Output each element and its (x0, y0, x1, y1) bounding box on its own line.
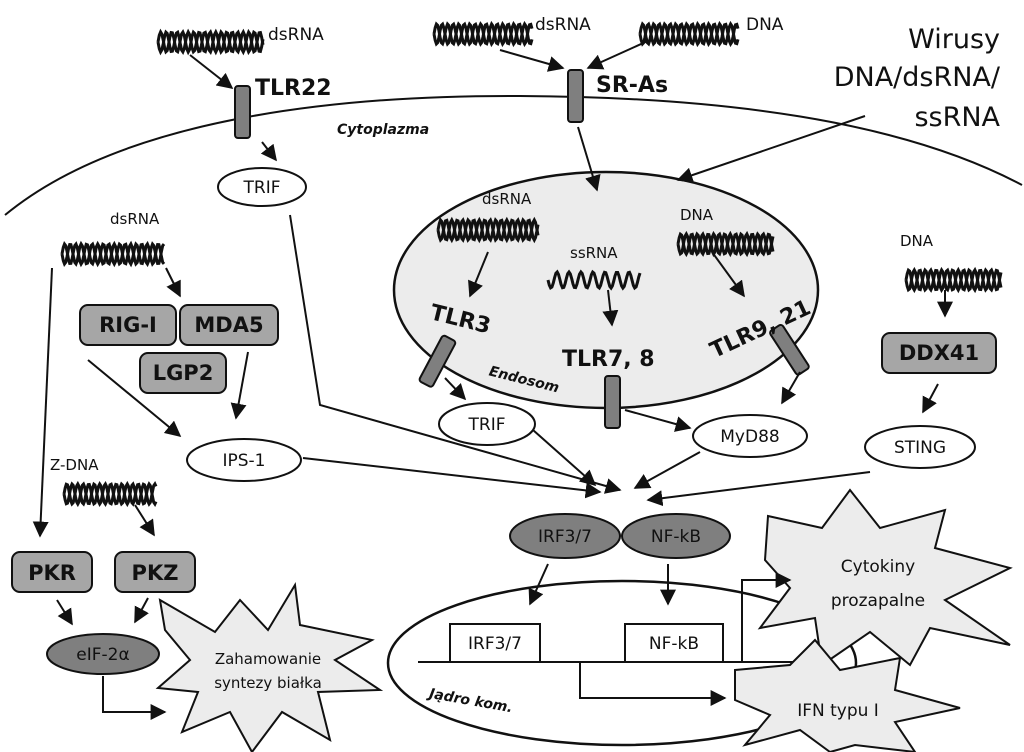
dna-helix-icon (638, 20, 740, 48)
endosome (392, 170, 820, 410)
trif-endo-oval (438, 402, 536, 446)
ips1-oval (186, 438, 302, 482)
virus-label-line1: Wirusy (908, 24, 1000, 55)
dsrna-endo-label: dsRNA (482, 190, 532, 208)
pkz-label: PKZ (132, 561, 179, 585)
mda5-box (179, 304, 279, 346)
cytokine-burst (757, 488, 1013, 667)
gene-irf-box (449, 623, 541, 663)
arrows (32, 39, 953, 720)
sras-receptor (567, 69, 584, 123)
dna-right-label: DNA (900, 232, 934, 250)
myd88-oval (692, 414, 808, 458)
ddx41-label: DDX41 (899, 341, 979, 365)
dna-label-top: DNA (746, 15, 784, 35)
inhibition-label-line1: Zahamowanie (215, 650, 321, 668)
cytoplasm-label: Cytoplazma (337, 122, 429, 138)
dsrna-left-label: dsRNA (110, 210, 160, 228)
nfkb-label: NF-kB (651, 527, 701, 547)
dna-helix-icon (676, 230, 775, 258)
ifn-burst (734, 638, 961, 752)
zdna-label: Z-DNA (50, 456, 99, 474)
tlr22-receptor (234, 85, 251, 139)
ifn-label: IFN typu I (797, 701, 879, 721)
tlr22-label: TLR22 (255, 76, 332, 101)
irf37-label: IRF3/7 (538, 527, 592, 547)
pkr-box (11, 551, 93, 593)
ssrna-endo-label: ssRNA (570, 244, 618, 262)
ssrna-wave-icon (546, 269, 642, 291)
sting-oval (864, 425, 976, 469)
cell-membrane (4, 94, 1023, 216)
ddx41-box (881, 332, 997, 374)
tlr921-receptor (769, 323, 810, 376)
sting-label: STING (894, 438, 946, 458)
trif-top-label: TRIF (243, 178, 281, 198)
eif-oval (46, 633, 160, 675)
dsrna-helix-icon (156, 28, 265, 56)
dsrna-label-top-left: dsRNA (268, 25, 324, 45)
mda5-label: MDA5 (194, 313, 263, 337)
trif-top-oval (217, 167, 307, 207)
dsrna-label-top: dsRNA (535, 15, 591, 35)
gene-irf-label: IRF3/7 (468, 634, 522, 654)
dna-helix-icon (904, 266, 1003, 294)
cytokine-label-line2: prozapalne (831, 591, 925, 611)
rigi-label: RIG-I (99, 313, 157, 337)
cytokine-label-line1: Cytokiny (841, 557, 915, 577)
dsrna-helix-icon (60, 240, 166, 268)
tlr3-receptor (418, 334, 457, 388)
irf37-oval (509, 513, 621, 559)
rigi-box (79, 304, 177, 346)
ips1-label: IPS-1 (222, 451, 265, 471)
dsrna-helix-icon (436, 216, 540, 244)
lgp2-box (139, 352, 227, 394)
inhibition-burst (155, 582, 384, 752)
eif-label: eIF-2α (76, 645, 129, 665)
pkr-label: PKR (28, 561, 76, 585)
tlr78-receptor (604, 375, 621, 429)
dna-endo-label: DNA (680, 206, 714, 224)
inhibition-label-line2: syntezy białka (214, 674, 322, 692)
gene-nfkb-label: NF-kB (649, 634, 699, 654)
nfkb-oval (621, 513, 731, 559)
lgp2-label: LGP2 (153, 361, 214, 385)
myd88-label: MyD88 (720, 427, 779, 447)
pkz-box (114, 551, 196, 593)
trif-endo-label: TRIF (468, 415, 506, 435)
dna-helix-icon (62, 480, 158, 508)
sras-label: SR-As (596, 73, 668, 98)
virus-label-line2: DNA/dsRNA/ (834, 62, 1001, 93)
gene-nfkb-box (624, 623, 724, 663)
virus-label-line3: ssRNA (914, 102, 1000, 133)
dsrna-helix-icon (432, 20, 534, 48)
tlr78-label: TLR7, 8 (562, 347, 655, 372)
